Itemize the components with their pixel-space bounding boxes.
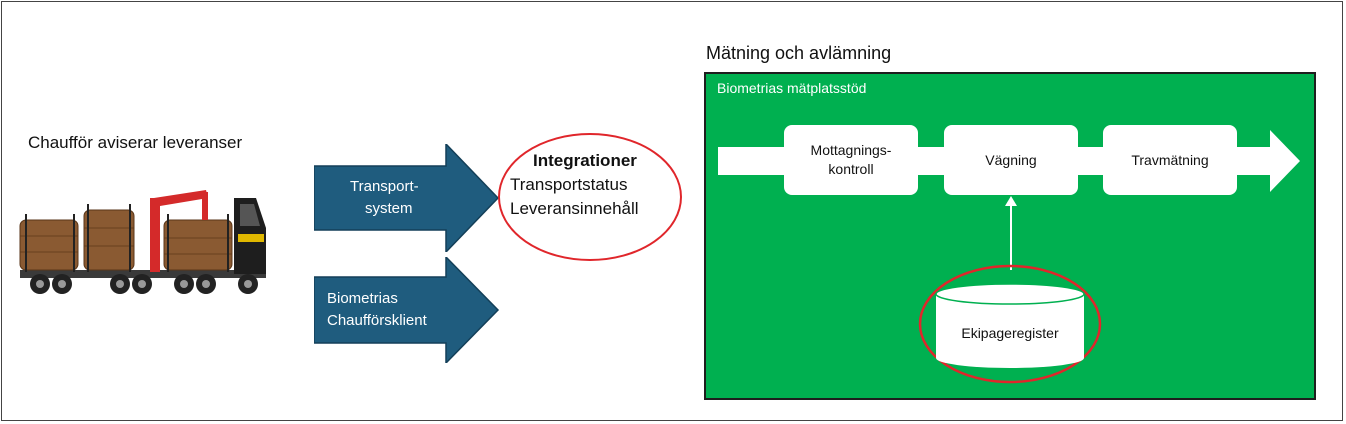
integration-line-content: Leveransinnehåll xyxy=(510,199,639,218)
timber-truck-illustration xyxy=(19,190,266,294)
transport-label-line2: system xyxy=(365,200,413,217)
weighing-step: Vägning xyxy=(944,125,1078,195)
vehicle-register-database xyxy=(918,264,1102,384)
transport-system-label: Transport- system xyxy=(350,176,419,220)
step1-line1: Mottagnings- xyxy=(810,142,892,158)
integration-highlight-ring xyxy=(498,133,682,261)
integration-line-status: Transportstatus xyxy=(510,175,628,194)
driver-notification-title: Chaufför aviserar leveranser xyxy=(28,133,243,152)
transport-label-line1: Transport- xyxy=(350,178,419,195)
reception-control-step: Mottagnings- kontroll xyxy=(784,125,918,195)
transport-system-arrow xyxy=(314,144,500,252)
integration-title: Integrationer xyxy=(533,151,637,170)
driver-client-label: Biometrias Chaufförsklient xyxy=(327,288,427,332)
integration-block: Integrationer Transportstatus Leveransin… xyxy=(510,149,639,221)
measurement-support-title: Biometrias mätplatsstöd xyxy=(717,80,867,96)
step3-label: Travmätning xyxy=(1131,151,1209,168)
klient-label-line2: Chaufförsklient xyxy=(327,312,427,329)
register-to-weighing-arrow xyxy=(1005,196,1017,270)
klient-label-line1: Biometrias xyxy=(327,290,398,307)
driver-client-arrow xyxy=(314,257,500,363)
measurement-title: Mätning och avlämning xyxy=(706,43,892,63)
step1-line2: kontroll xyxy=(828,161,874,177)
vehicle-register-label: Ekipageregister xyxy=(961,325,1059,341)
step2-label: Vägning xyxy=(985,151,1037,168)
stack-measurement-step: Travmätning xyxy=(1103,125,1237,195)
